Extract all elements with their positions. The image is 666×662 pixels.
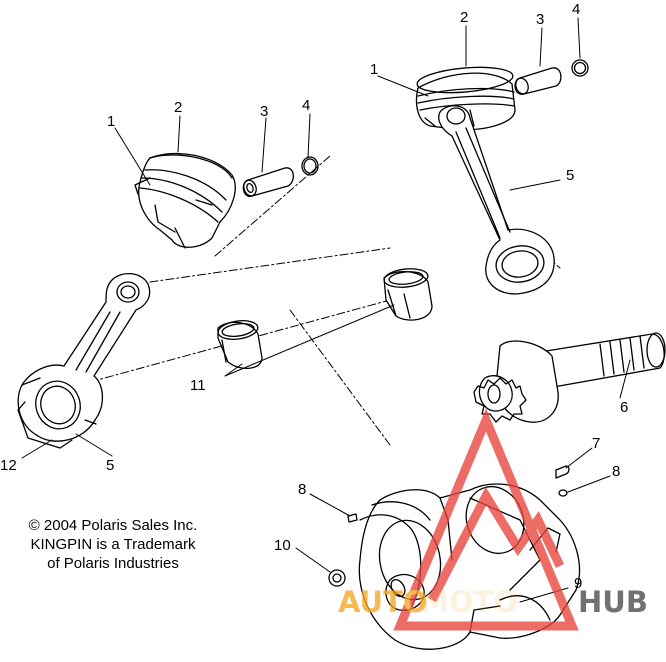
copyright-line-1: © 2004 Polaris Sales Inc. [28, 517, 198, 534]
callout-8-right: 8 [612, 463, 620, 480]
watermark-auto: AUTO [338, 585, 428, 619]
piston-pin-right [514, 67, 562, 95]
crankshaft [358, 483, 581, 650]
callout-4-left: 4 [302, 97, 310, 114]
callout-1-left: 1 [107, 113, 115, 130]
copyright-line-2: KINGPIN is a Trademark [30, 536, 196, 553]
callout-7: 7 [592, 435, 600, 452]
callout-4-right: 4 [572, 1, 580, 18]
callout-2-left: 2 [174, 99, 182, 116]
copyright-line-3: of Polaris Industries [47, 555, 179, 572]
callout-2-right: 2 [460, 9, 468, 26]
plug-right [558, 489, 568, 497]
callout-6: 6 [620, 399, 628, 416]
callout-5-right: 5 [566, 167, 574, 184]
callout-3-right: 3 [536, 11, 544, 28]
circlip-right [571, 59, 589, 77]
callout-9: 9 [574, 575, 582, 592]
piston-pin-left [242, 167, 294, 197]
copyright-notice: © 2004 Polaris Sales Inc. KINGPIN is a T… [8, 516, 218, 573]
bearing-10 [328, 569, 346, 587]
watermark-logo: AUTO MOTO HUB [338, 408, 648, 631]
connecting-rod-left [17, 273, 151, 449]
callout-12: 12 [0, 457, 17, 474]
circlip-left [301, 156, 319, 176]
rod-bearing-lower [217, 320, 263, 369]
leader-lines [21, 17, 631, 603]
callout-1-right: 1 [370, 61, 378, 78]
watermark-moto: MOTO [420, 585, 518, 619]
piston-left [134, 152, 236, 249]
output-shaft [473, 332, 666, 423]
callout-3-left: 3 [260, 103, 268, 120]
dowel-pin [555, 465, 570, 479]
rod-bearing-upper [383, 268, 433, 321]
callout-labels: 1 2 3 4 1 2 3 4 5 5 12 11 6 7 8 8 10 9 [0, 1, 628, 592]
callout-5-left: 5 [106, 457, 114, 474]
connecting-rod-right [438, 105, 555, 295]
watermark-triangle-icon [393, 408, 579, 631]
callout-10: 10 [274, 537, 291, 554]
watermark-hub: HUB [578, 585, 648, 619]
callout-11: 11 [190, 377, 206, 394]
callout-8-left: 8 [298, 481, 306, 498]
